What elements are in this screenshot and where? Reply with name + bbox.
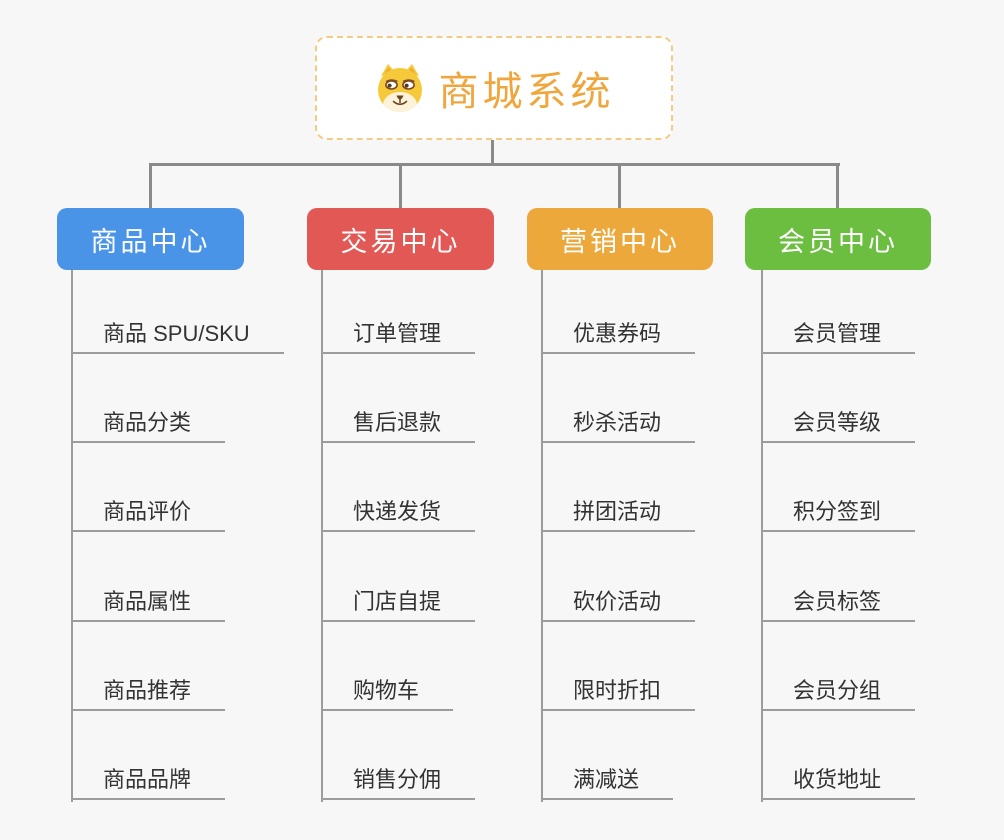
leaf-node[interactable]: 商品品牌 — [73, 766, 226, 800]
leaf-node[interactable]: 限时折扣 — [543, 677, 696, 711]
branch-node-product-center[interactable]: 商品中心 — [57, 208, 244, 270]
leaf-node[interactable]: 拼团活动 — [543, 498, 696, 532]
connector-root-trunk — [491, 140, 494, 166]
leaf-node[interactable]: 商品评价 — [73, 498, 226, 532]
branch-label: 会员中心 — [778, 226, 898, 257]
leaf-node[interactable]: 会员分组 — [763, 677, 916, 711]
leaf-node[interactable]: 快递发货 — [323, 498, 476, 532]
branch-children-trade: 订单管理 售后退款 快递发货 门店自提 购物车 销售分佣 — [321, 270, 563, 802]
leaf-node[interactable]: 秒杀活动 — [543, 409, 696, 443]
leaf-node[interactable]: 积分签到 — [763, 498, 916, 532]
leaf-node[interactable]: 商品 SPU/SKU — [73, 320, 284, 354]
connector-horizontal-bar — [149, 163, 840, 166]
branch-node-member-center[interactable]: 会员中心 — [745, 208, 931, 270]
branch-children-marketing: 优惠券码 秒杀活动 拼团活动 砍价活动 限时折扣 满减送 — [541, 270, 783, 802]
branch-label: 营销中心 — [560, 226, 680, 257]
connector-drop-marketing — [618, 163, 621, 209]
leaf-node[interactable]: 砍价活动 — [543, 588, 696, 622]
leaf-node[interactable]: 商品属性 — [73, 588, 226, 622]
branch-children-product: 商品 SPU/SKU 商品分类 商品评价 商品属性 商品推荐 商品品牌 — [71, 270, 313, 802]
root-title: 商城系统 — [438, 70, 615, 114]
shiba-dog-icon — [377, 64, 422, 112]
branch-node-trade-center[interactable]: 交易中心 — [307, 208, 494, 270]
leaf-node[interactable]: 订单管理 — [323, 320, 476, 354]
leaf-node[interactable]: 门店自提 — [323, 588, 476, 622]
leaf-node[interactable]: 售后退款 — [323, 409, 476, 443]
connector-drop-trade — [399, 163, 402, 209]
leaf-node[interactable]: 会员标签 — [763, 588, 916, 622]
connector-drop-product — [149, 163, 152, 209]
leaf-node[interactable]: 满减送 — [543, 766, 674, 800]
leaf-node[interactable]: 会员管理 — [763, 320, 916, 354]
connector-drop-member — [836, 163, 839, 209]
leaf-node[interactable]: 会员等级 — [763, 409, 916, 443]
branch-label: 商品中心 — [90, 226, 211, 257]
leaf-node[interactable]: 商品推荐 — [73, 677, 226, 711]
leaf-node[interactable]: 优惠券码 — [543, 320, 696, 354]
branch-children-member: 会员管理 会员等级 积分签到 会员标签 会员分组 收货地址 — [761, 270, 1003, 802]
leaf-node[interactable]: 收货地址 — [763, 766, 916, 800]
branch-node-marketing-center[interactable]: 营销中心 — [527, 208, 713, 270]
leaf-node[interactable]: 销售分佣 — [323, 766, 476, 800]
leaf-node[interactable]: 商品分类 — [73, 409, 226, 443]
leaf-node[interactable]: 购物车 — [323, 677, 454, 711]
root-node[interactable]: 商城系统 — [315, 36, 673, 140]
branch-label: 交易中心 — [340, 226, 461, 257]
